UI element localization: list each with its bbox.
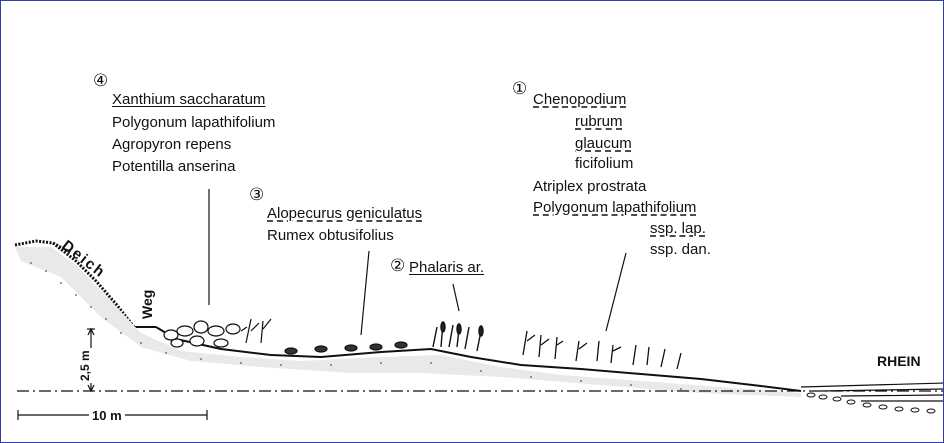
vegetation-zone-4	[164, 319, 271, 347]
species-ficifolium: ficifolium	[575, 155, 633, 172]
species-xanthium: Xanthium saccharatum	[112, 91, 265, 108]
species-chenopodium: Chenopodium	[533, 91, 626, 108]
species-rumex: Rumex obtusifolius	[267, 227, 394, 244]
rhein-label: RHEIN	[877, 353, 921, 370]
scale-vertical-label: 2,5 m	[77, 348, 94, 383]
species-rubrum: rubrum	[575, 113, 623, 130]
marker-3: ③	[249, 187, 264, 204]
species-potentilla: Potentilla anserina	[112, 158, 235, 175]
species-agropyron: Agropyron repens	[112, 136, 231, 153]
vegetation-zone-2	[433, 322, 483, 351]
species-polygonum-1: Polygonum lapathifolium	[533, 199, 696, 216]
species-polygonum-4: Polygonum lapathifolium	[112, 114, 275, 131]
marker-1: ①	[512, 81, 527, 98]
species-ssp-lap: ssp. lap.	[650, 220, 706, 237]
species-phalaris: Phalaris ar.	[409, 259, 484, 276]
species-ssp-dan: ssp. dan.	[650, 241, 711, 258]
species-alopecurus: Alopecurus geniculatus	[267, 205, 422, 222]
marker-2: ②	[390, 258, 405, 275]
vegetation-zone-1	[523, 331, 681, 369]
species-glaucum: glaucum	[575, 135, 632, 152]
weg-label: Weg	[139, 290, 156, 319]
sediment-layer	[15, 247, 801, 397]
scale-horizontal-label: 10 m	[89, 407, 125, 424]
species-atriplex: Atriplex prostrata	[533, 178, 646, 195]
river-lines	[801, 383, 944, 401]
marker-4: ④	[93, 73, 108, 90]
